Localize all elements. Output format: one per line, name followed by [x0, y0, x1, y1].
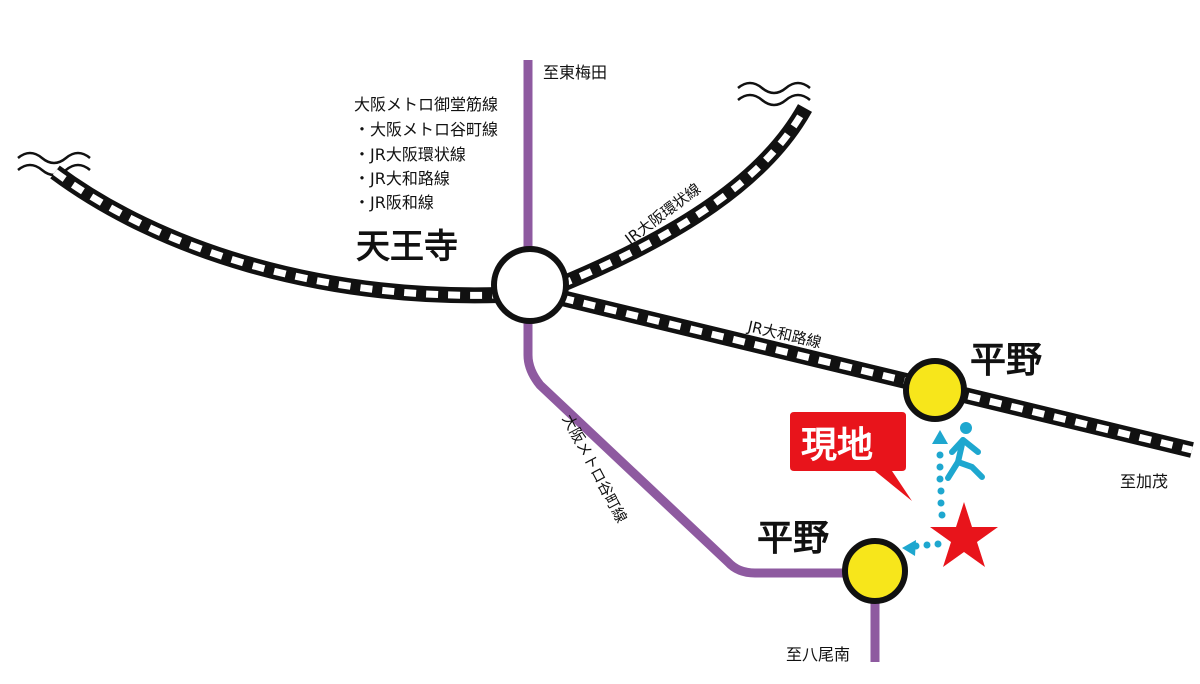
to-yaominami-label: 至八尾南 [786, 645, 850, 664]
site-callout [790, 412, 912, 501]
site-label: 現地 [801, 425, 873, 466]
tennoji-station-name: 天王寺 [356, 227, 458, 267]
line-break-mark-east [737, 81, 811, 107]
hirano-jr-station-marker[interactable] [903, 358, 967, 422]
tennoji-line-list-2: ・JR大阪環状線 [354, 145, 466, 164]
line-break-mark-west [17, 151, 91, 177]
to-kamo-label: 至加茂 [1120, 472, 1168, 491]
jr-yamatoji-line [560, 290, 1194, 458]
walk-route-arrows [902, 430, 948, 556]
tennoji-line-list-4: ・JR阪和線 [354, 193, 434, 212]
jr-loop-line [556, 104, 812, 293]
tanimachi-line-label: 大阪メトロ谷町線 [558, 411, 630, 525]
hirano-metro-station-marker[interactable] [842, 538, 908, 604]
tennoji-line-list-3: ・JR大和路線 [354, 169, 450, 188]
hirano-jr-station-name: 平野 [970, 340, 1042, 381]
tennoji-station-marker[interactable] [491, 246, 569, 324]
star-icon[interactable] [930, 502, 998, 567]
metro-tanimachi-line [523, 60, 880, 662]
to-higashi-umeda-label: 至東梅田 [543, 63, 607, 82]
tennoji-line-list-0: 大阪メトロ御堂筋線 [354, 95, 498, 114]
tennoji-line-list-1: ・大阪メトロ谷町線 [354, 120, 498, 139]
hirano-metro-station-name: 平野 [757, 518, 829, 559]
jr-hanwa-line [50, 165, 501, 304]
pedestrian-icon [945, 422, 985, 481]
